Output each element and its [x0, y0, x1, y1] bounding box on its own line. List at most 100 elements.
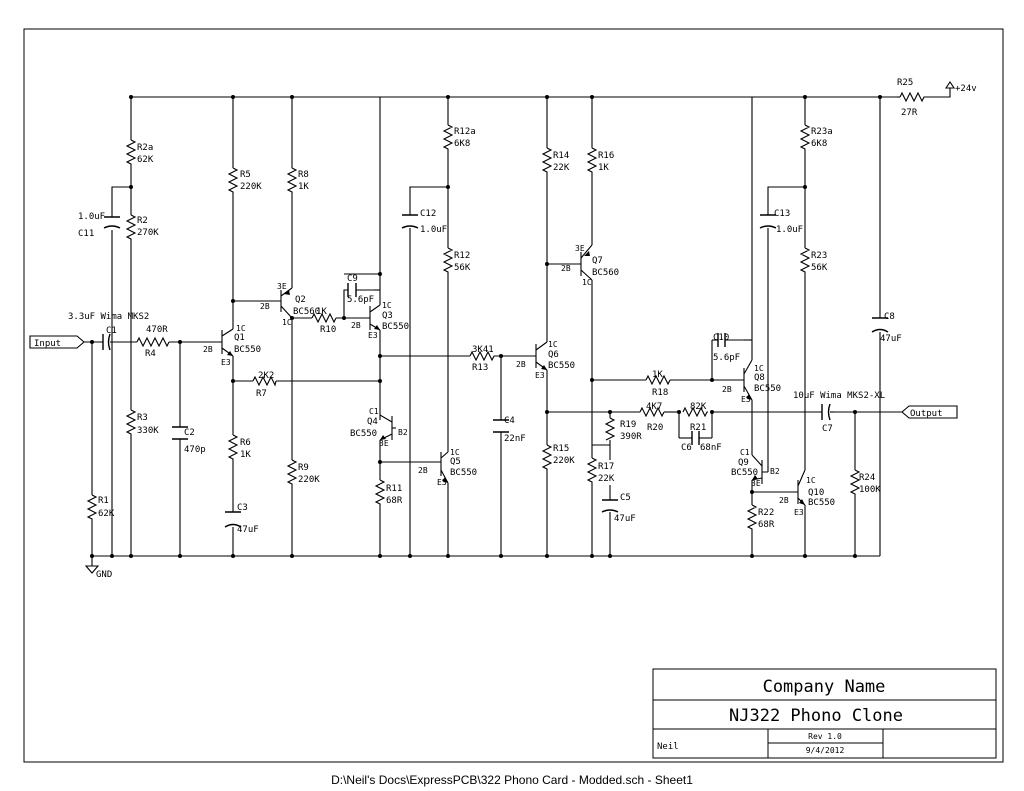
- title-company: Company Name: [763, 677, 886, 697]
- label-c2-value: 470p: [184, 445, 206, 455]
- label-r9: R9: [298, 463, 309, 473]
- label-r18-value: 1K: [652, 370, 663, 380]
- label-c13-value: 1.0uF: [776, 225, 803, 235]
- output-port: Output: [901, 405, 958, 419]
- wires: [84, 88, 951, 566]
- label-r4: R4: [145, 349, 156, 359]
- label-r16: R16: [598, 151, 614, 161]
- label-r8: R8: [298, 170, 309, 180]
- footer-path: D:\Neil's Docs\ExpressPCB\322 Phono Card…: [331, 773, 693, 787]
- label-r7-value: 2K2: [258, 371, 274, 381]
- label-r2a-value: 62K: [137, 155, 154, 165]
- label-r2a: R2a: [137, 143, 153, 153]
- label-q7: Q7: [592, 256, 603, 266]
- label-r12a-value: 6K8: [454, 139, 470, 149]
- label-r22-value: 68R: [758, 520, 775, 530]
- pin-q8-b: 2B: [722, 385, 732, 394]
- power-label: +24v: [955, 84, 977, 94]
- pin-q9-b: B2: [770, 467, 780, 476]
- resistor-r18: [645, 374, 671, 386]
- resistor-r12a: [442, 124, 454, 150]
- title-rev: Rev 1.0: [808, 732, 842, 741]
- label-r22: R22: [758, 508, 774, 518]
- label-r16-value: 1K: [598, 163, 609, 173]
- pin-q9-c: C1: [740, 448, 750, 457]
- resistor-r2a: [125, 139, 137, 165]
- label-r21: R21: [690, 423, 706, 433]
- label-c9-value: 5.6pF: [347, 295, 374, 305]
- label-c12-value: 1.0uF: [420, 225, 447, 235]
- input-port: Input: [29, 335, 85, 349]
- label-c4-value: 22nF: [504, 434, 526, 444]
- label-r8-value: 1K: [298, 182, 309, 192]
- resistor-r2: [125, 214, 137, 240]
- label-q1: Q1: [234, 333, 245, 343]
- label-c7: C7: [822, 424, 833, 434]
- label-q6: Q6: [548, 350, 559, 360]
- component-labels: R2a 62K 1.0uF C11 R2 270K 3.3uF Wima MKS…: [68, 78, 918, 535]
- title-author: Neil: [657, 742, 679, 752]
- label-c10-value: 5.6pF: [713, 353, 740, 363]
- resistor-r19: [604, 417, 616, 441]
- label-c12: C12: [420, 209, 436, 219]
- label-r1-value: 62K: [98, 509, 115, 519]
- ground-symbol: GND: [84, 565, 112, 580]
- label-r24: R24: [859, 473, 875, 483]
- label-r12-value: 56K: [454, 263, 471, 273]
- resistor-r6: [227, 434, 239, 461]
- label-c13: C13: [774, 209, 790, 219]
- pin-labels: 2B 1C E3 2B 3E 1C 2B 1C E3 C1 B2 3E 2B 1…: [203, 244, 816, 517]
- label-q3: Q3: [382, 311, 393, 321]
- label-r19-value: 390R: [620, 432, 642, 442]
- sheet-border: [23, 28, 1004, 763]
- pin-q6-c: 1C: [548, 340, 558, 349]
- label-q4-value: BC550: [350, 429, 377, 439]
- label-r2: R2: [137, 216, 148, 226]
- resistor-r4: [136, 336, 170, 348]
- label-r12: R12: [454, 251, 470, 261]
- resistor-r23: [799, 247, 811, 273]
- label-r15: R15: [553, 444, 569, 454]
- label-r24-value: 100K: [859, 485, 881, 495]
- pin-q7-b: 2B: [561, 264, 571, 273]
- label-r11: R11: [386, 484, 402, 494]
- label-r10: R10: [320, 325, 336, 335]
- label-r17-value: 22K: [598, 474, 615, 484]
- label-r20: R20: [647, 423, 663, 433]
- label-r3-value: 330K: [137, 426, 159, 436]
- label-c11: C11: [78, 229, 94, 239]
- title-block: Company Name NJ322 Phono Clone Neil Rev …: [652, 668, 997, 759]
- label-r20-value: 4K7: [646, 402, 662, 412]
- label-c7-note: 10uF Wima MKS2-XL: [793, 391, 885, 401]
- label-q3-value: BC550: [382, 322, 409, 332]
- pin-q10-c: 1C: [806, 476, 816, 485]
- resistor-r25: [899, 91, 925, 103]
- label-r23-value: 56K: [811, 263, 828, 273]
- label-r21-value: 82K: [690, 402, 707, 412]
- resistor-r15: [541, 444, 553, 470]
- label-r6-value: 1K: [240, 450, 251, 460]
- pin-q2-b: 2B: [260, 302, 270, 311]
- label-c6-value: 68nF: [700, 443, 722, 453]
- label-r10-value: 1K: [316, 307, 327, 317]
- label-r25: R25: [897, 78, 913, 88]
- pin-q6-b: 2B: [516, 360, 526, 369]
- label-r5: R5: [240, 170, 251, 180]
- pin-q10-b: 2B: [779, 496, 789, 505]
- label-r15-value: 220K: [553, 456, 575, 466]
- pin-q1-b: 2B: [203, 345, 213, 354]
- label-c6: C6: [681, 443, 692, 453]
- pin-q6-e: E3: [535, 371, 545, 380]
- resistor-r3: [125, 409, 137, 436]
- pin-q2-e: 3E: [277, 282, 287, 291]
- label-q6-value: BC550: [548, 361, 575, 371]
- label-c2: C2: [184, 428, 195, 438]
- resistors: [86, 91, 925, 530]
- pin-q3-c: 1C: [382, 301, 392, 310]
- label-q9: Q9: [738, 458, 749, 468]
- resistor-r8: [286, 167, 298, 193]
- label-c4: C4: [504, 416, 515, 426]
- label-r13: R13: [472, 363, 488, 373]
- resistor-r11: [374, 479, 386, 505]
